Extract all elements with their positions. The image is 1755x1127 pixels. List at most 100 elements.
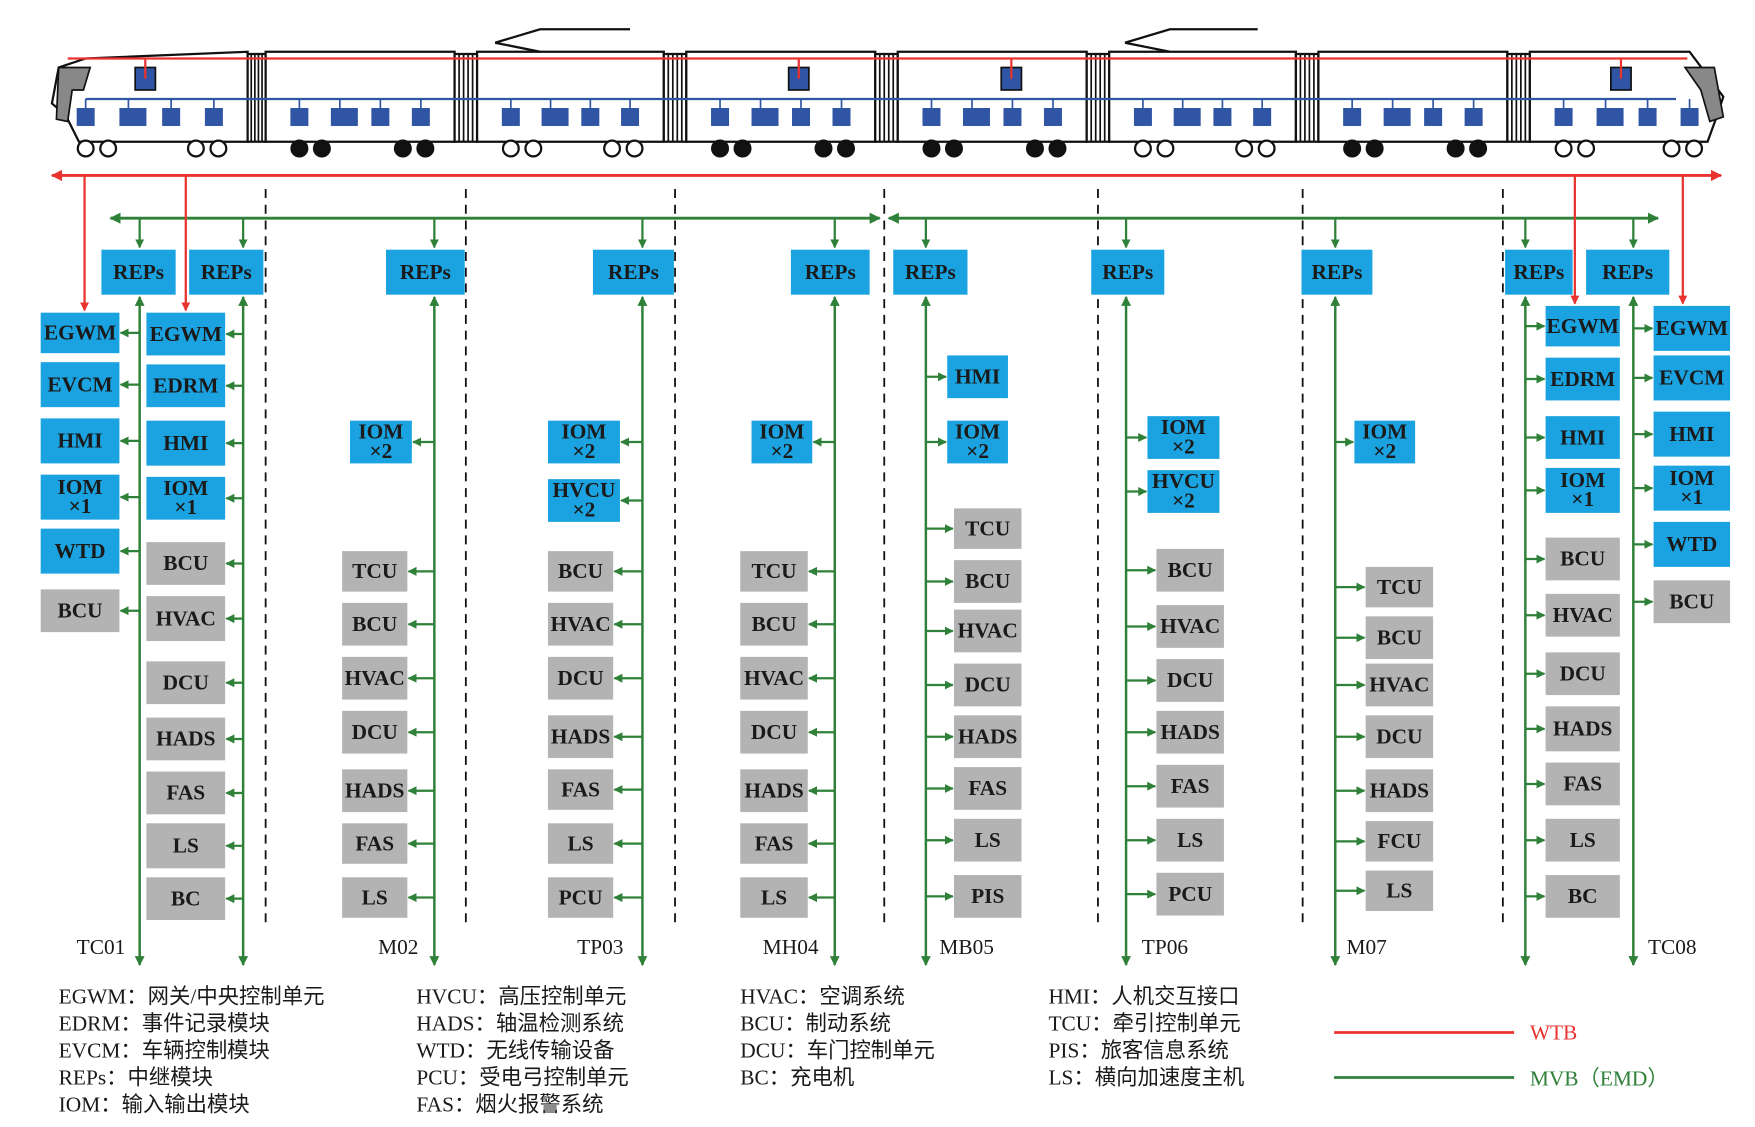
label-line: IOM bbox=[1362, 420, 1407, 444]
device-box-bcu-bg bbox=[40, 589, 120, 633]
device-box-iom: IOM×2 bbox=[547, 420, 620, 464]
device-box-iom-label: IOM×2 bbox=[1362, 420, 1407, 463]
device-box-bcu-label: BCU bbox=[965, 569, 1010, 593]
label-line: ×1 bbox=[174, 495, 197, 519]
network: REPsEGWMEVCMHMIIOM×1WTDBCUREPsEGWMEDRMHM… bbox=[40, 169, 1731, 967]
label-line: BCU bbox=[965, 569, 1010, 593]
label-line: DCU bbox=[1167, 668, 1213, 692]
cab-window bbox=[1683, 66, 1725, 123]
reps-box-bg bbox=[893, 249, 968, 295]
label-line: HADS bbox=[345, 778, 404, 802]
device-box-hads: HADS bbox=[1365, 769, 1434, 813]
device-box-hvac-bg bbox=[1545, 593, 1620, 637]
device-box-ls-bg bbox=[740, 877, 808, 918]
label-line: DCU bbox=[965, 673, 1011, 697]
device-box-fas-label: FAS bbox=[1171, 774, 1210, 798]
device-box-egwm-label: EGWM bbox=[150, 322, 222, 346]
device-box-hvac: HVAC bbox=[740, 656, 808, 700]
reps-box: REPs bbox=[385, 249, 465, 295]
device-box-hvac-label: HVAC bbox=[156, 606, 216, 630]
device-box-ls-bg bbox=[146, 823, 226, 869]
device-box-fcu-bg bbox=[1365, 821, 1434, 862]
device-box-bc-label: BC bbox=[171, 886, 201, 910]
device-box-bc-bg bbox=[146, 877, 226, 921]
label-line: IOM bbox=[58, 475, 103, 499]
device-box-iom-label: IOM×2 bbox=[1161, 415, 1206, 458]
device-box-hads-bg bbox=[1545, 706, 1620, 752]
device-box-dcu-bg bbox=[1365, 715, 1434, 759]
device-box-bc-bg bbox=[1545, 875, 1620, 918]
wheel bbox=[1577, 139, 1596, 158]
device bbox=[330, 107, 358, 126]
device-box-iom-bg bbox=[751, 420, 813, 464]
label-line: HADS bbox=[1553, 717, 1612, 741]
label-line: IOM bbox=[955, 420, 1000, 444]
device-box-iom: IOM×1 bbox=[40, 474, 120, 520]
device-box-bcu: BCU bbox=[1156, 548, 1224, 592]
car-label-tp03: TP03 bbox=[577, 935, 623, 959]
device-box-egwm-label: EGWM bbox=[44, 321, 116, 345]
device-box-iom-label: IOM×2 bbox=[561, 420, 606, 463]
label-line: IOM bbox=[1560, 468, 1605, 492]
label-line: FAS bbox=[166, 781, 205, 805]
device-box-tcu-bg bbox=[740, 551, 808, 592]
label-line: REPs bbox=[1102, 260, 1153, 284]
device-box-hvac: HVAC bbox=[1545, 593, 1620, 637]
label-line: LS bbox=[567, 831, 593, 855]
device-box-tcu-label: TCU bbox=[965, 516, 1010, 540]
pantograph-icon bbox=[1124, 28, 1258, 53]
device-box-ls: LS bbox=[342, 877, 408, 918]
label-line: TCU bbox=[751, 559, 796, 583]
device-box-bcu-label: BCU bbox=[1560, 547, 1605, 571]
device-box-tcu-bg bbox=[1365, 566, 1434, 608]
label-line: LS bbox=[1570, 828, 1596, 852]
device-box-hvac-bg bbox=[547, 602, 614, 646]
label-line: EVCM bbox=[1659, 366, 1724, 390]
device-box-dcu-bg bbox=[342, 710, 408, 754]
label-line: EDRM bbox=[153, 374, 218, 398]
device-box-bcu-label: BCU bbox=[163, 551, 208, 575]
device-box-pcu-bg bbox=[1156, 872, 1224, 916]
device-box-bcu: BCU bbox=[146, 542, 226, 585]
label-line: HVAC bbox=[1160, 614, 1220, 638]
legend-wtb-label: WTB bbox=[1530, 1020, 1577, 1044]
device-box-pis: PIS bbox=[953, 875, 1022, 918]
device-box-ls: LS bbox=[953, 818, 1022, 862]
device-box-wtd: WTD bbox=[1653, 521, 1731, 567]
reps-box-label: REPs bbox=[905, 260, 956, 284]
car-body bbox=[1108, 50, 1298, 143]
device-box-tcu: TCU bbox=[342, 551, 408, 592]
device-box-iom: IOM×2 bbox=[1147, 415, 1220, 459]
label-line: PCU bbox=[559, 885, 603, 909]
label-line: WTD bbox=[1666, 532, 1717, 556]
label-line: BCU bbox=[57, 598, 102, 622]
car-body bbox=[896, 50, 1088, 143]
wheel bbox=[922, 139, 941, 158]
device-box-wtd-label: WTD bbox=[1666, 532, 1717, 556]
device-box-dcu-bg bbox=[1156, 659, 1224, 702]
reps-box: REPs bbox=[1586, 249, 1670, 295]
device-box-iom: IOM×1 bbox=[1545, 467, 1620, 513]
label-line: ×2 bbox=[573, 439, 596, 463]
legend-mvb-label: MVB（EMD） bbox=[1530, 1066, 1669, 1090]
device-box-wtd-label: WTD bbox=[55, 539, 106, 563]
label-line: WTD bbox=[55, 539, 106, 563]
device-box-bcu-label: BCU bbox=[1168, 558, 1213, 582]
wheel bbox=[1156, 139, 1175, 158]
label-line: HMI bbox=[1669, 422, 1714, 446]
label-line: IOM bbox=[1669, 466, 1714, 490]
device-box-fas: FAS bbox=[342, 823, 408, 864]
device-box-fas-label: FAS bbox=[968, 776, 1007, 800]
device-box-edrm: EDRM bbox=[146, 364, 226, 408]
device-box-dcu: DCU bbox=[342, 710, 408, 754]
reps-box-bg bbox=[1586, 249, 1670, 295]
label-line: BCU bbox=[1560, 547, 1605, 571]
label-line: EGWM bbox=[1656, 316, 1728, 340]
reps-box-bg bbox=[1091, 249, 1165, 295]
device-box-hmi-bg bbox=[1653, 411, 1731, 457]
device-box-hvac-label: HVAC bbox=[550, 612, 610, 636]
label-line: BCU bbox=[1377, 625, 1422, 649]
label-line: REPs bbox=[1311, 260, 1362, 284]
